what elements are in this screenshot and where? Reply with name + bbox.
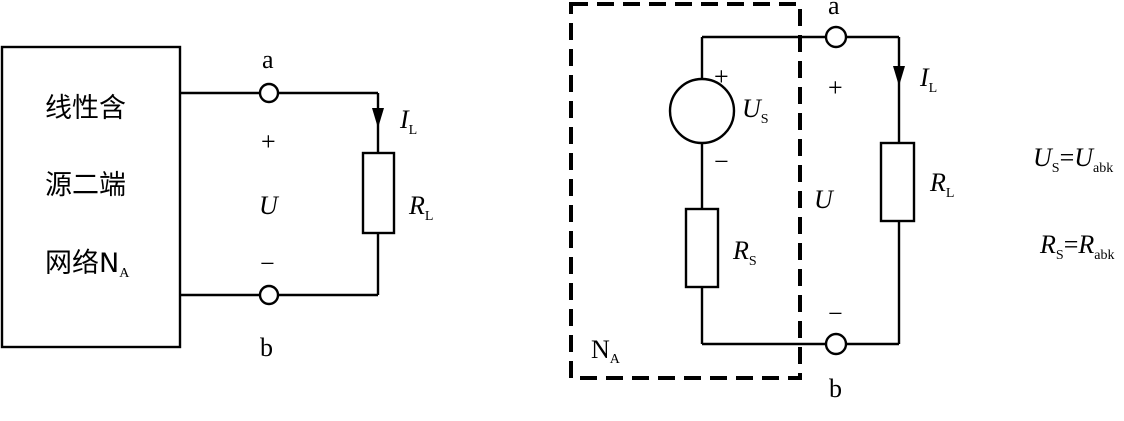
load-label-right: RL xyxy=(929,168,954,201)
box-text-line3: 网络NA xyxy=(45,248,130,281)
source-plus: + xyxy=(714,62,729,91)
minus-right: − xyxy=(828,299,843,328)
source-minus: − xyxy=(714,147,729,176)
linear-network-box xyxy=(0,45,182,349)
current-arrow-right xyxy=(893,66,905,86)
plus-right: + xyxy=(828,73,843,102)
load-resistor-right xyxy=(879,141,916,223)
equations: US=Uabk RS=Rabk xyxy=(1033,143,1114,263)
label-a-left: a xyxy=(262,45,274,74)
box-text-line2: 源二端 xyxy=(45,170,126,201)
series-resistor xyxy=(684,207,720,289)
terminal-b-right xyxy=(824,332,848,356)
voltage-left: U xyxy=(259,191,280,220)
network-dashed-boundary xyxy=(569,2,802,380)
current-arrow-left xyxy=(372,108,384,128)
minus-left: − xyxy=(260,249,275,278)
label-b-left: b xyxy=(260,333,273,362)
source-label: US xyxy=(742,94,769,127)
equation-us: US=Uabk xyxy=(1033,143,1113,176)
plus-left: + xyxy=(261,127,276,156)
terminal-b-left xyxy=(258,284,280,306)
terminal-a-right xyxy=(824,25,848,49)
label-b-right: b xyxy=(829,374,842,403)
series-resistor-label: RS xyxy=(732,236,757,269)
current-label-right: IL xyxy=(919,63,937,96)
voltage-right: U xyxy=(814,185,835,214)
box-text-line1: 线性含 xyxy=(45,93,126,124)
equation-rs: RS=Rabk xyxy=(1039,230,1114,263)
network-label: NA xyxy=(591,335,621,367)
current-label-left: IL xyxy=(399,105,417,138)
left-circuit: 线性含 源二端 网络NA a b + U − IL RL xyxy=(0,45,433,362)
load-label-left: RL xyxy=(408,191,433,224)
load-resistor-left xyxy=(361,151,396,235)
terminal-a-left xyxy=(258,82,280,104)
right-circuit: + − US RS NA a b + U − IL RL xyxy=(569,0,954,403)
label-a-right: a xyxy=(828,0,840,20)
